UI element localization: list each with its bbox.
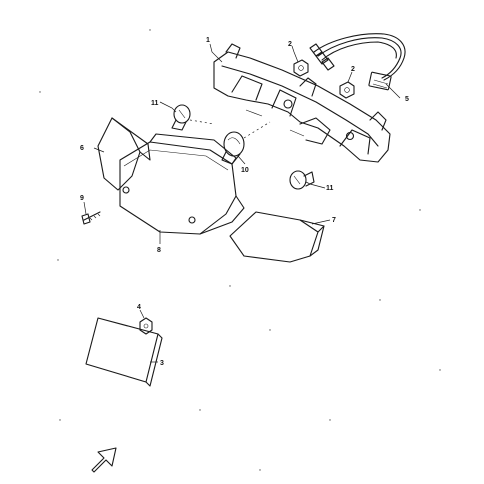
callout-2-right: 2: [351, 66, 355, 73]
screw-part-9: [81, 211, 101, 225]
callout-2-upper: 2: [288, 41, 292, 48]
callout-1: 1: [206, 37, 210, 44]
callout-11-right: 11: [326, 185, 334, 192]
side-lens-left: [97, 117, 151, 191]
leader-lines: [83, 43, 401, 363]
callout-8: 8: [157, 247, 161, 254]
grommet-nut-right: [339, 81, 355, 99]
callout-7: 7: [332, 217, 336, 224]
side-lens-right: [229, 211, 325, 263]
grommet-nut-upper: [293, 59, 309, 77]
callout-11-left: 11: [151, 100, 159, 107]
scan-specks: [39, 29, 441, 471]
nut-part-4: [139, 317, 153, 335]
reflector: [85, 317, 163, 387]
callout-3: 3: [160, 360, 164, 367]
callout-5: 5: [405, 96, 409, 103]
wiring-harness: [309, 33, 406, 91]
bracket-housing: [213, 43, 391, 163]
bulb-wedge-right: [289, 170, 315, 190]
callout-4: 4: [137, 304, 141, 311]
callout-6: 6: [80, 145, 84, 152]
bulb-wedge-left: [171, 104, 191, 131]
taillight-unit: [119, 133, 245, 235]
callout-9: 9: [80, 195, 84, 202]
callout-10: 10: [241, 167, 249, 174]
direction-arrow-icon: [91, 447, 117, 473]
